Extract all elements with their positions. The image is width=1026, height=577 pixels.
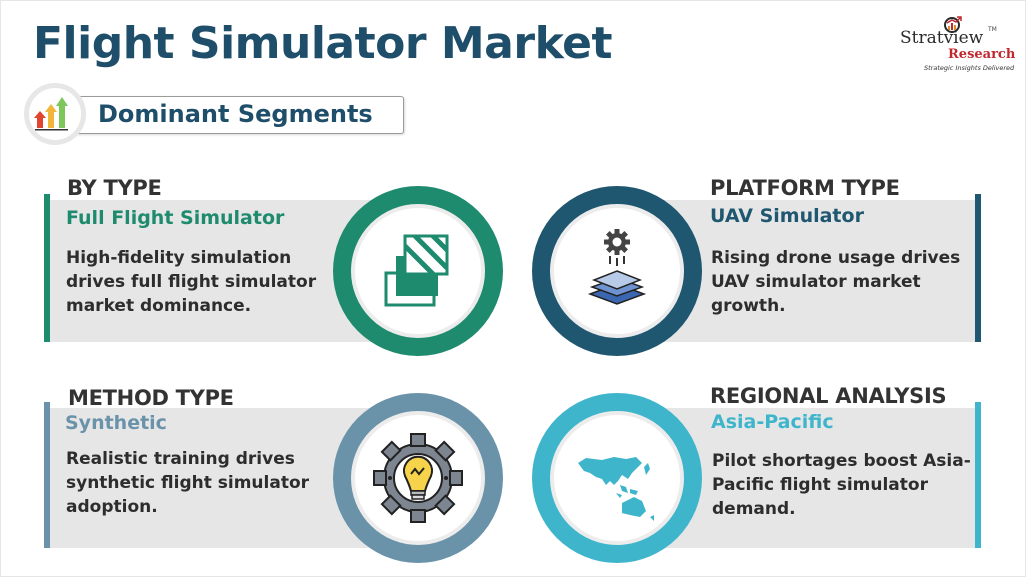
segment-leader: Asia-Pacific [711, 411, 834, 433]
icon-ring-type [333, 186, 503, 356]
segment-description: Realistic training drives synthetic flig… [66, 449, 310, 517]
growth-arrows-icon [34, 97, 68, 131]
segment-leader: Full Flight Simulator [66, 207, 285, 229]
logo-trademark: TM [988, 26, 997, 33]
asia-pacific-map-icon [578, 457, 654, 521]
segment-panel-method [44, 408, 374, 548]
segment-leader: UAV Simulator [710, 205, 864, 227]
segment-category: REGIONAL ANALYSIS [710, 384, 947, 408]
layered-squares-icon [384, 234, 449, 307]
icon-ring-method [333, 393, 503, 563]
segment-description: High-fidelity simulation drives full fli… [66, 248, 317, 316]
gear-lightbulb-icon [373, 433, 463, 523]
accent-bar-platform [975, 194, 981, 342]
accent-bar-method [44, 402, 50, 548]
segment-description: Rising drone usage drives UAV simulator … [711, 248, 961, 316]
logo-tagline: Strategic Insights Delivered [924, 64, 1015, 72]
segment-panel-region [650, 408, 978, 548]
icon-ring-region [532, 393, 702, 563]
accent-bar-region [975, 402, 981, 548]
segment-category: METHOD TYPE [68, 386, 234, 410]
icon-ring-platform [532, 186, 702, 356]
gear-layers-icon [587, 229, 647, 305]
stratview-logo: Stratview TM Research Strategic Insights… [896, 14, 1016, 74]
segment-category: PLATFORM TYPE [710, 176, 900, 200]
growth-arrows-badge [24, 83, 86, 145]
logo-brand: Stratview [900, 28, 984, 48]
logo-brand-line2: Research [948, 47, 1016, 62]
accent-bar-type [44, 194, 50, 342]
segment-leader: Synthetic [65, 412, 167, 434]
segment-panel-platform [650, 200, 978, 342]
magnifier-chart-icon [944, 16, 962, 33]
page-title: Flight Simulator Market [33, 18, 613, 69]
page-subtitle: Dominant Segments [98, 100, 373, 128]
subtitle-pill [66, 96, 404, 134]
segment-category: BY TYPE [67, 176, 162, 200]
segment-panel-type [44, 200, 374, 342]
segment-description: Pilot shortages boost Asia-Pacific fligh… [712, 451, 971, 519]
